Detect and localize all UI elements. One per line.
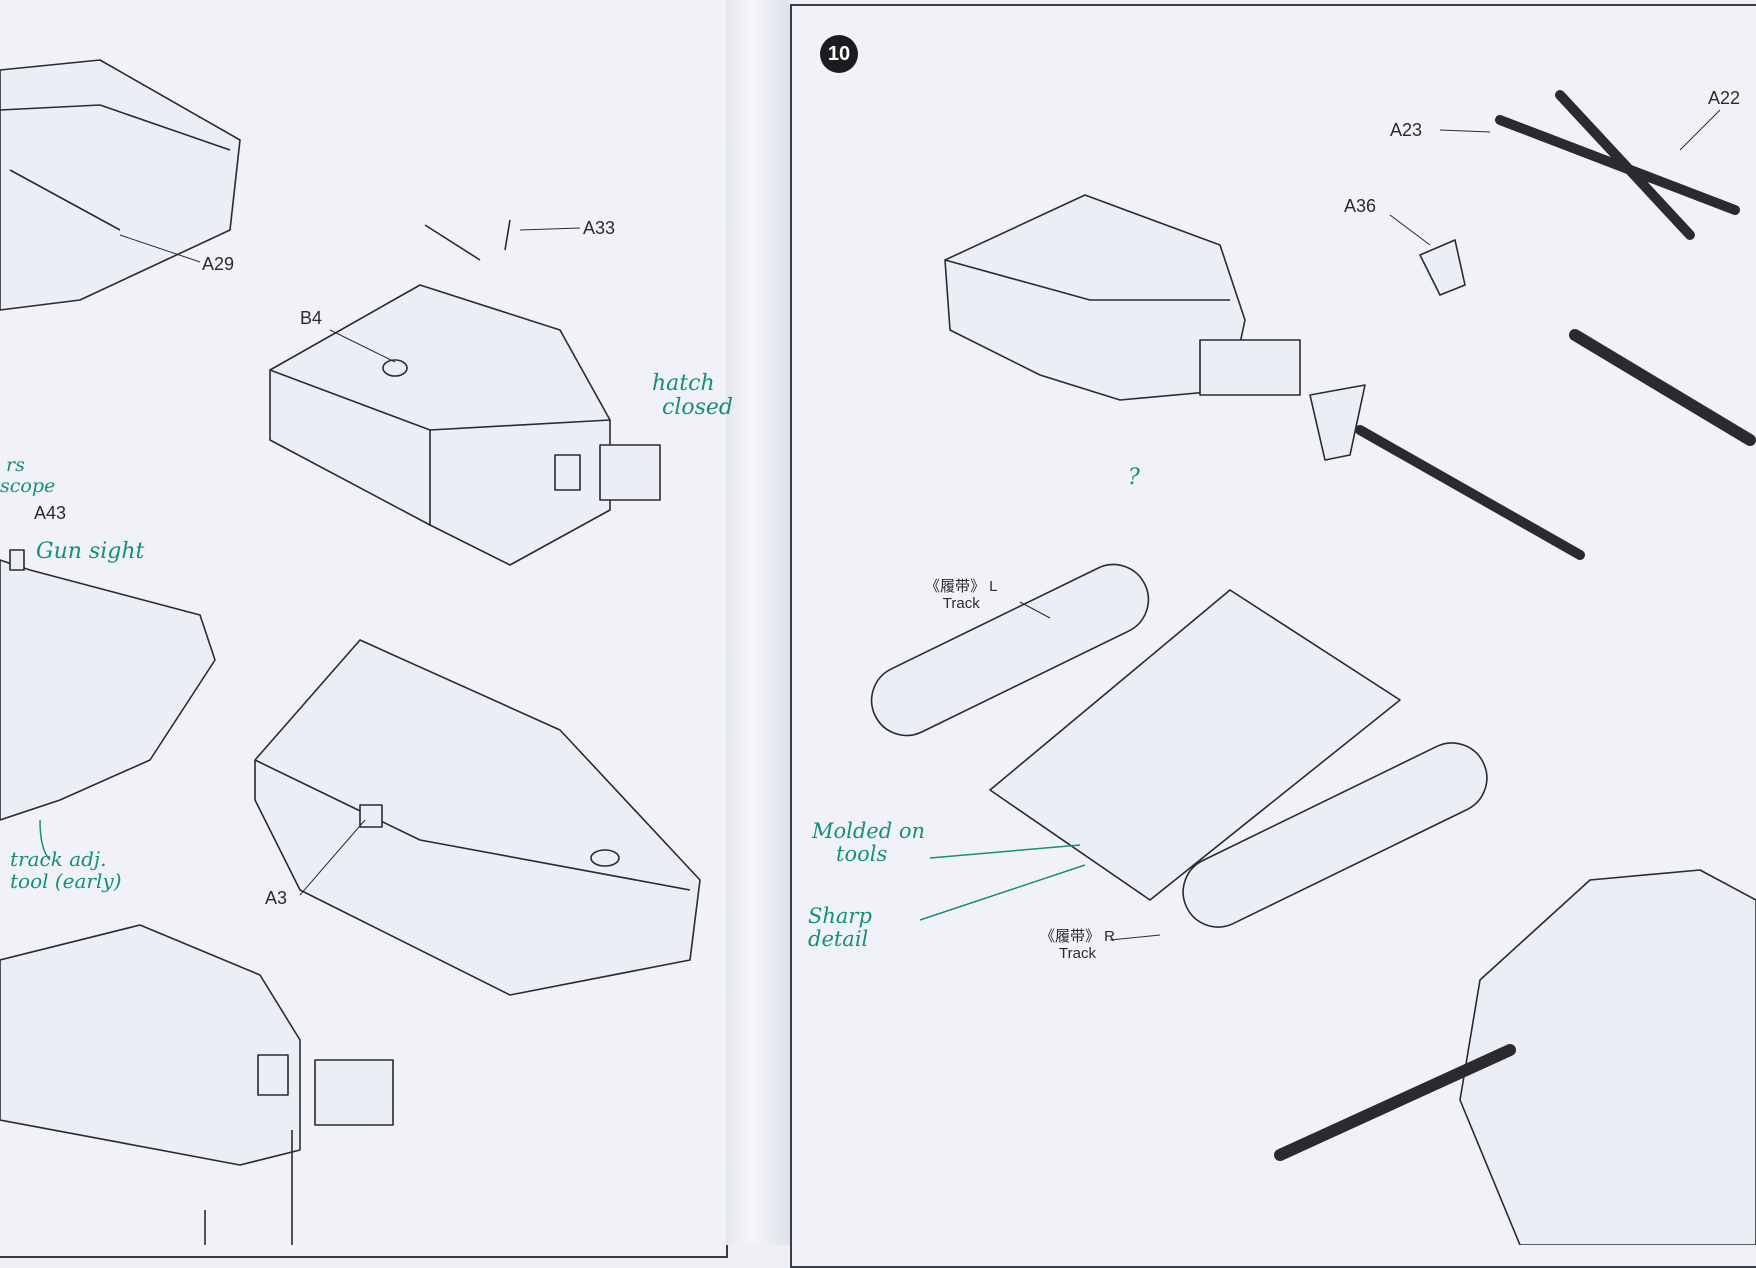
note-line: Molded on bbox=[812, 819, 926, 843]
note-track-tool: track adj. tool (early) bbox=[10, 848, 122, 892]
note-line: rs bbox=[6, 454, 25, 476]
note-line: tools bbox=[836, 842, 888, 867]
note-line: Sharp bbox=[808, 904, 872, 928]
part-label-a3: A3 bbox=[265, 888, 288, 908]
hull-interior-left-drawing bbox=[0, 549, 216, 821]
note-sharp-detail: Sharp detail bbox=[808, 904, 872, 952]
note-line: scope bbox=[0, 474, 56, 497]
note-line: tool (early) bbox=[10, 869, 122, 893]
part-label-a23: A23 bbox=[1390, 120, 1423, 140]
track-right-cn: 《履带》 R bbox=[1040, 928, 1116, 945]
part-label-a43: A43 bbox=[34, 503, 67, 523]
superstructure-drawing-1 bbox=[269, 219, 661, 566]
track-left-en: Track bbox=[942, 595, 980, 613]
note-gun-sight: Gun sight bbox=[36, 539, 145, 564]
part-label-a33: A33 bbox=[583, 218, 616, 238]
assembled-vehicle-drawing bbox=[1274, 869, 1756, 1245]
track-left-cn: 《履带》 L bbox=[925, 578, 998, 595]
track-right-label: 《履带》 R Track bbox=[1040, 928, 1115, 963]
track-right-en: Track bbox=[1059, 945, 1096, 963]
track-left-label: 《履带》 L Track bbox=[925, 578, 998, 613]
gun-barrel-drawing bbox=[1309, 90, 1756, 560]
part-label-a22: A22 bbox=[1708, 88, 1741, 108]
note-line: detail bbox=[808, 927, 869, 952]
chassis-drawing bbox=[870, 563, 1488, 928]
note-question: ? bbox=[1128, 465, 1140, 490]
part-label-a29: A29 bbox=[202, 254, 235, 274]
superstructure-drawing-2 bbox=[0, 924, 394, 1245]
part-label-b4: B4 bbox=[300, 308, 323, 328]
lower-hull-drawing bbox=[254, 639, 701, 996]
note-periscope: rs scope bbox=[0, 455, 55, 497]
note-hatch-closed: hatch closed bbox=[652, 371, 733, 421]
hull-top-left-drawing bbox=[0, 59, 241, 311]
note-line: hatch bbox=[652, 371, 715, 396]
casemate-drawing bbox=[944, 194, 1301, 401]
note-molded-tools: Molded on tools bbox=[812, 819, 926, 867]
step-number-badge: 10 bbox=[820, 35, 858, 73]
note-line: track adj. bbox=[10, 847, 107, 871]
part-label-a36: A36 bbox=[1344, 196, 1377, 216]
note-line: closed bbox=[662, 395, 733, 421]
page-gutter bbox=[726, 0, 790, 1245]
